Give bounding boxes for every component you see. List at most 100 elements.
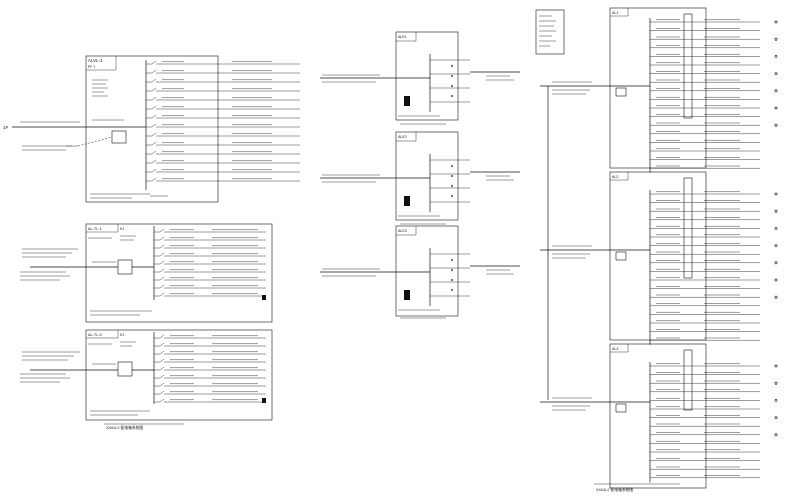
panel-6-id: AL-TL-2 — [88, 333, 102, 337]
panel-2-distribution: AL-TL-1 K1 — [20, 223, 273, 323]
circuit-row — [650, 157, 760, 160]
circuit-row — [154, 228, 266, 233]
breaker-symbol — [159, 374, 165, 379]
breaker-symbol — [151, 87, 157, 92]
breaker-symbol — [151, 150, 157, 155]
load-symbol — [774, 123, 778, 127]
load-symbol — [774, 55, 778, 58]
circuit-row — [650, 165, 760, 169]
circuit-row — [650, 36, 778, 41]
breaker-symbol — [159, 366, 165, 371]
breaker-symbol — [159, 358, 165, 363]
left-caption: XX#1L2 配电箱系统图 — [106, 425, 144, 430]
circuit-row — [146, 105, 300, 110]
circuit-row — [154, 236, 266, 241]
panel-1-id: ALVL-1 — [88, 58, 103, 63]
panel-6-detail: K1 — [120, 333, 124, 337]
panel-1-footer-notes — [90, 193, 168, 199]
panel-5-distribution: ALE3 — [395, 225, 459, 317]
circuit-row — [146, 96, 300, 101]
circuit-row — [146, 132, 300, 137]
circuit-row — [154, 398, 266, 403]
breaker-symbol — [151, 177, 157, 182]
circuit-row — [650, 45, 760, 49]
panel-7-id: AL1 — [612, 11, 618, 15]
load-symbol — [774, 295, 778, 299]
load-symbol — [774, 244, 778, 248]
panel-2-footer — [90, 310, 152, 316]
panel-6-outgoing-circuits — [154, 334, 266, 403]
right-panels-wiring — [540, 18, 778, 483]
panel-1-incoming-feeder: 1# — [3, 119, 146, 151]
breaker-symbol — [159, 268, 165, 273]
circuit-row — [650, 96, 760, 100]
circuit-row — [650, 397, 778, 402]
circuit-row — [650, 458, 760, 461]
panel-8-id: AL2 — [612, 175, 618, 179]
breaker-symbol — [159, 334, 165, 339]
circuit-row — [650, 19, 778, 24]
load-symbol — [774, 278, 778, 282]
circuit-row — [154, 334, 266, 339]
middle-panel-circuit — [320, 248, 520, 319]
panel-1-outgoing-circuits — [146, 60, 300, 182]
load-symbol — [774, 433, 778, 437]
right-header-spec-box — [535, 9, 565, 55]
breaker-symbol — [151, 123, 157, 128]
circuit-row — [650, 294, 778, 299]
meter-block — [404, 290, 410, 300]
circuit-row — [650, 79, 760, 83]
circuit-row — [146, 123, 300, 128]
right-caption: XX#1L2 配电箱系统图 — [596, 487, 634, 492]
circuit-row — [146, 69, 300, 74]
panel-6-incoming-feeder — [20, 351, 154, 383]
breaker-symbol — [151, 159, 157, 164]
load-symbol — [774, 37, 778, 41]
circuit-row — [154, 252, 266, 257]
panel-1-main-distribution: ALVL-1 PF 1 1# — [3, 55, 300, 203]
circuit-row — [650, 122, 778, 127]
circuit-row — [650, 53, 778, 58]
circuit-row — [154, 358, 266, 363]
terminal-dot — [451, 85, 453, 87]
load-symbol — [774, 209, 778, 213]
breaker-symbol — [159, 292, 165, 297]
panel-1-spec-block — [92, 79, 108, 97]
circuit-row — [650, 28, 760, 31]
circuit-row — [650, 200, 760, 203]
circuit-row — [650, 380, 778, 385]
terminal-dot — [451, 185, 453, 187]
breaker-symbol — [151, 105, 157, 110]
circuit-row — [650, 217, 760, 221]
breaker-box — [615, 87, 627, 97]
terminal-dot — [451, 175, 453, 177]
circuit-row — [154, 374, 266, 379]
circuit-row — [650, 449, 760, 453]
breaker-symbol — [159, 398, 165, 403]
circuit-row — [146, 168, 300, 173]
circuit-row — [650, 415, 778, 420]
circuit-row — [650, 251, 760, 255]
load-symbol — [774, 192, 778, 196]
right-panel-circuit — [540, 362, 778, 483]
meter-block — [404, 196, 410, 206]
breaker-symbol — [151, 78, 157, 83]
circuit-row — [146, 159, 300, 164]
circuit-row — [154, 284, 266, 289]
circuit-row — [146, 87, 300, 92]
terminal-dot — [451, 75, 453, 77]
circuit-row — [154, 260, 266, 265]
circuit-row — [650, 337, 760, 341]
circuit-row — [650, 329, 760, 332]
circuit-row — [154, 244, 266, 249]
circuit-row — [650, 389, 760, 393]
circuit-row — [650, 88, 778, 93]
panel-3-distribution: ALE1 — [395, 31, 459, 121]
circuit-row — [650, 191, 778, 196]
circuit-row — [650, 363, 778, 368]
breaker-symbol — [151, 69, 157, 74]
circuit-row — [146, 60, 300, 65]
panel-9-id: AL3 — [612, 347, 618, 351]
circuit-row — [650, 260, 778, 265]
